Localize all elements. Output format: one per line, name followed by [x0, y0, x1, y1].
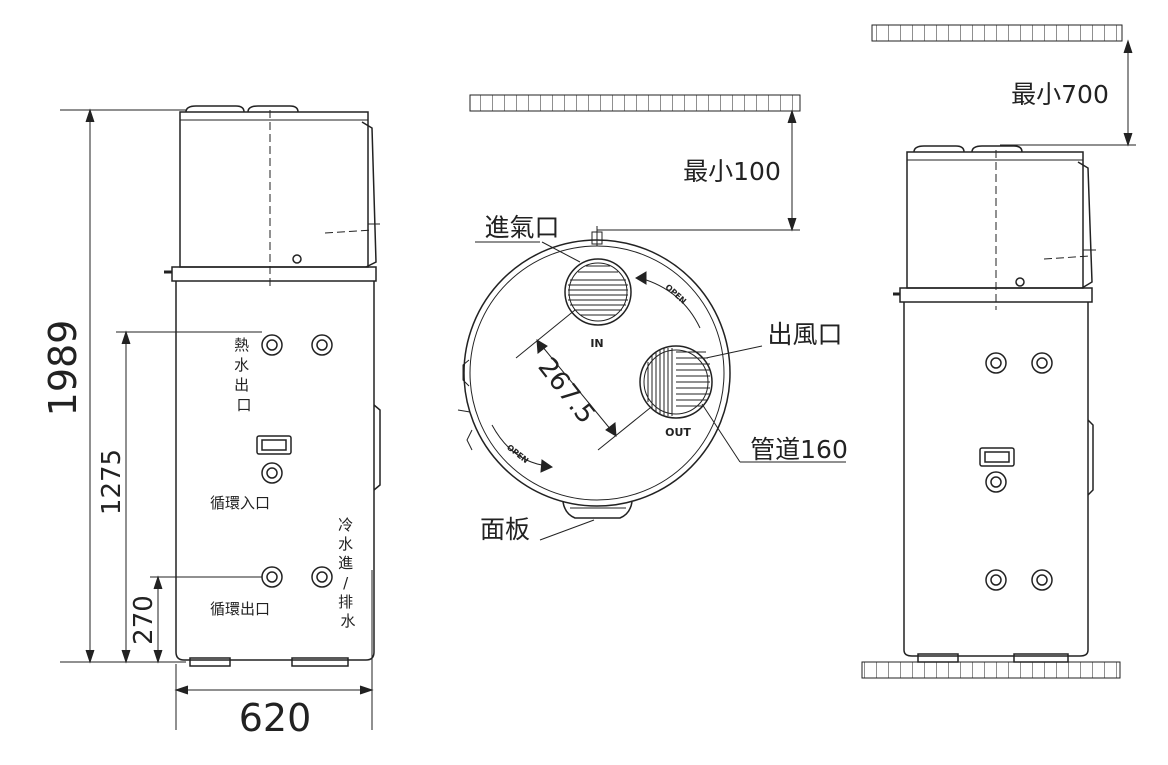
height-circ-out-label: 270 — [129, 595, 159, 645]
open-mark-top: OPEN — [663, 282, 687, 305]
hot-water-out-char: 口 — [236, 396, 251, 414]
height-total-label: 1989 — [41, 320, 85, 417]
cold-in-drain-char: 水 — [340, 612, 355, 630]
cold-in-drain-char: 冷 — [338, 516, 353, 534]
left-dimension-lines — [60, 108, 374, 730]
duct-label: 管道160 — [750, 435, 848, 464]
panel-label: 面板 — [480, 515, 530, 544]
out-mark: OUT — [665, 426, 691, 439]
width-label: 620 — [239, 696, 312, 740]
min-clearance-100-label: 最小100 — [683, 157, 781, 186]
circ-out-label: 循環出口 — [210, 600, 270, 618]
wall-hatch-top — [469, 94, 801, 112]
cold-in-drain-char: 排 — [338, 593, 353, 611]
height-circ-in-label: 1275 — [97, 449, 127, 515]
air-outlet-label: 出風口 — [767, 320, 842, 349]
hot-water-out-char: 水 — [234, 356, 249, 374]
right-front-view — [861, 24, 1136, 679]
hot-water-out-char: 出 — [234, 376, 249, 394]
cold-in-drain-char: 水 — [338, 535, 353, 553]
min-clearance-700-label: 最小700 — [1011, 80, 1109, 109]
cold-in-drain-char: / — [343, 574, 349, 592]
cold-in-drain-label: 冷 水 進 / 排 水 — [338, 516, 358, 630]
top-view — [457, 94, 846, 541]
in-mark: IN — [590, 337, 603, 350]
air-inlet-label: 進氣口 — [484, 213, 559, 242]
open-mark-bottom: OPEN — [505, 443, 530, 465]
left-front-view — [164, 105, 381, 667]
wall-hatch-ceiling — [871, 24, 1123, 42]
hot-water-out-label: 熱 水 出 口 — [234, 336, 254, 414]
floor-hatch — [861, 661, 1121, 679]
spacing-label: 267.5 — [532, 353, 601, 430]
circ-in-label: 循環入口 — [210, 494, 270, 512]
hot-water-out-char: 熱 — [234, 336, 249, 354]
cold-in-drain-char: 進 — [338, 554, 353, 572]
